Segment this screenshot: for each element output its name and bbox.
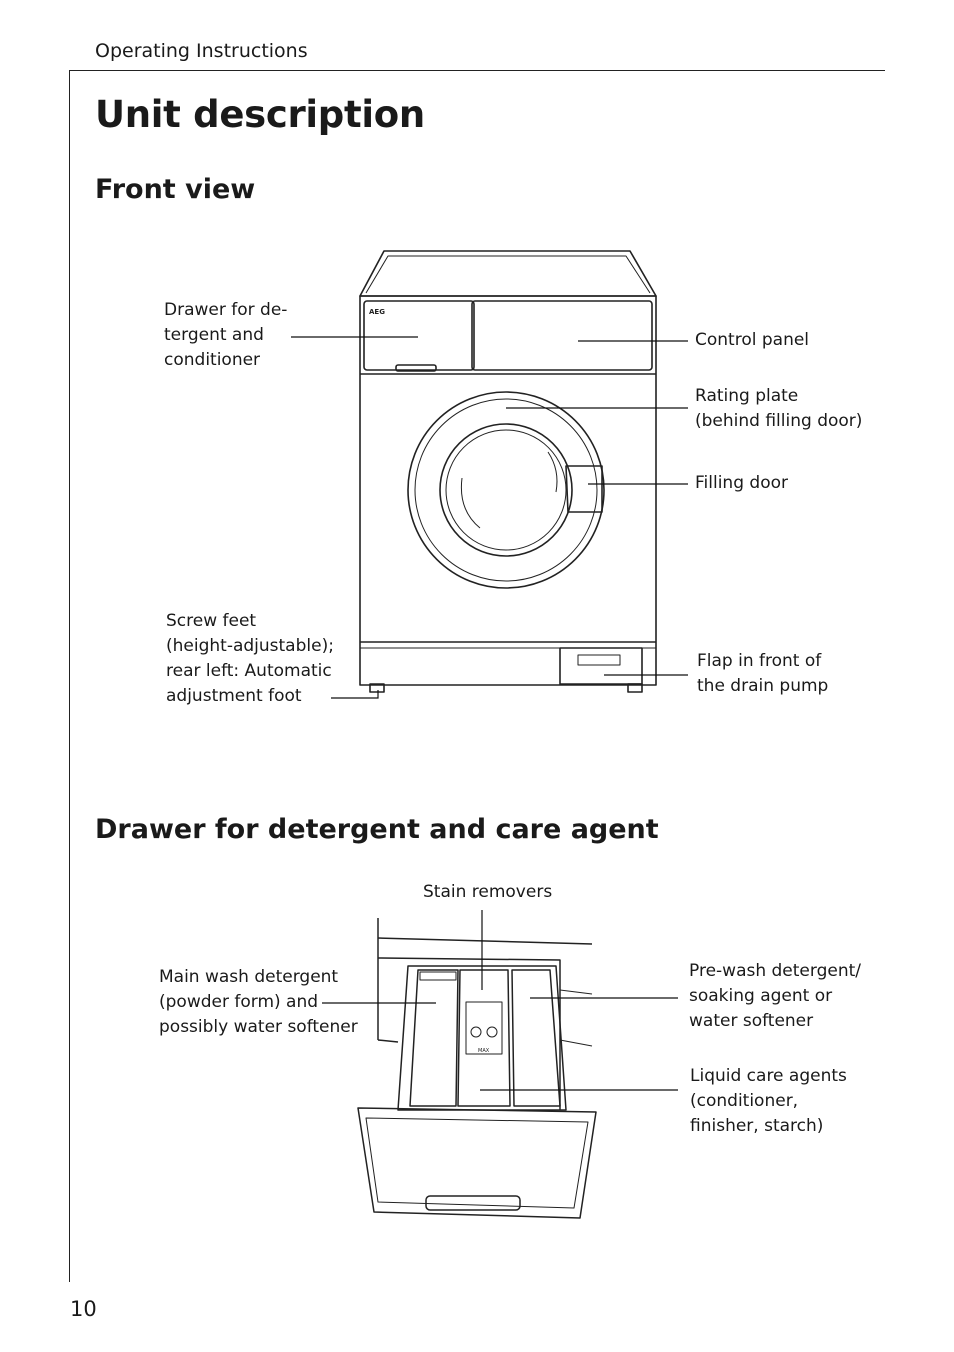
label-control-panel: Control panel — [695, 330, 810, 350]
max-mark: MAX — [478, 1048, 490, 1054]
front-view-heading: Front view — [95, 174, 256, 205]
drain-pump-flap — [559, 647, 643, 685]
foot-right — [627, 683, 643, 693]
running-header: Operating Instructions — [95, 40, 308, 62]
brand-logo: AEG — [369, 308, 385, 316]
machine-body — [359, 295, 657, 686]
header-rule — [69, 70, 885, 71]
label-drain-flap: Flap in front of the drain pump — [697, 651, 829, 696]
label-rating-plate: Rating plate (behind filling door) — [695, 386, 863, 431]
label-liquid-care: Liquid care agents (conditioner, finishe… — [690, 1066, 847, 1136]
drawer-section-heading: Drawer for detergent and care agent — [95, 814, 659, 845]
page-number: 10 — [70, 1297, 97, 1321]
porthole-outer — [407, 391, 605, 589]
prewash-compartment — [511, 969, 561, 1107]
drawer-handle — [395, 364, 437, 372]
control-panel-area — [471, 300, 653, 371]
porthole-glass — [439, 423, 573, 557]
siphon-insert — [465, 1001, 503, 1055]
label-detergent-drawer: Drawer for de- tergent and conditioner — [164, 300, 288, 370]
door-handle — [565, 465, 603, 513]
main-wash-compartment — [409, 969, 459, 1107]
detergent-drawer-front — [363, 300, 475, 371]
foot-left — [369, 683, 385, 693]
liquid-compartment — [457, 969, 511, 1107]
drawer-front-panel — [357, 1107, 597, 1219]
label-main-wash: Main wash detergent (powder form) and po… — [159, 967, 358, 1037]
label-stain-removers: Stain removers — [423, 882, 553, 902]
label-screw-feet: Screw feet (height-adjustable); rear lef… — [166, 611, 334, 706]
label-prewash: Pre-wash detergent/ soaking agent or wat… — [689, 961, 862, 1031]
page-title: Unit description — [95, 93, 425, 136]
margin-rule — [69, 70, 70, 1282]
drawer-tray — [397, 965, 567, 1111]
drawer-front-handle — [425, 1195, 521, 1211]
label-filling-door: Filling door — [695, 473, 788, 493]
